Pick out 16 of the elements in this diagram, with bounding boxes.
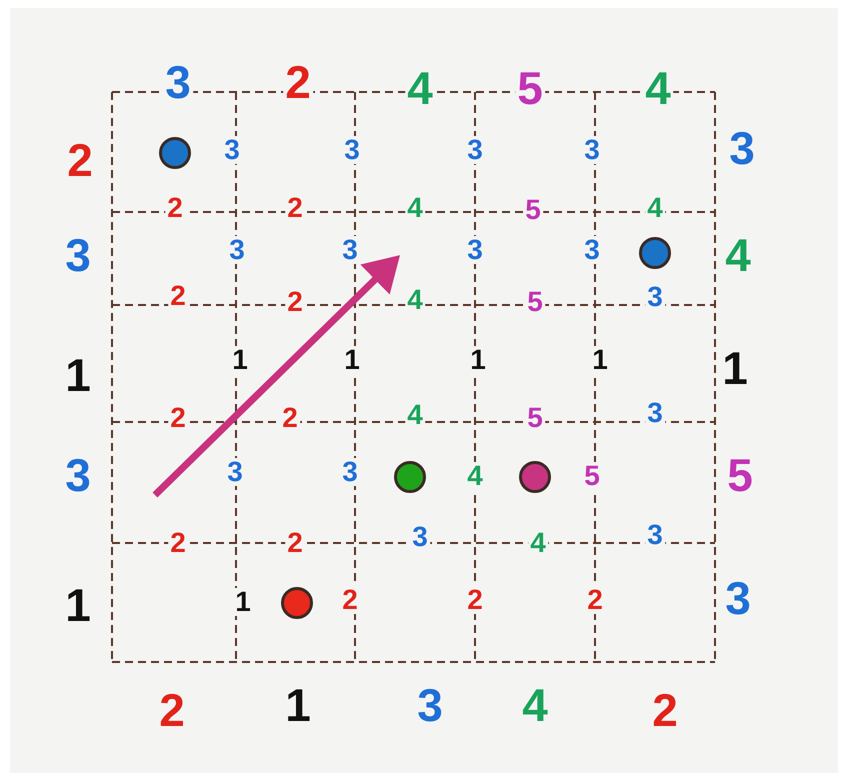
edge-number: 3: [582, 236, 602, 264]
edge-number: 3: [582, 136, 602, 164]
edge-number: 3: [342, 136, 362, 164]
edge-number: 3: [340, 236, 360, 264]
edge-number: 2: [585, 586, 605, 614]
edge-number: 5: [582, 462, 602, 490]
edge-number: 3: [340, 458, 360, 486]
edge-number: 3: [465, 136, 485, 164]
edge-number: 3: [225, 458, 245, 486]
edge-number: 4: [465, 462, 485, 490]
edge-number: 1: [233, 588, 253, 616]
edge-number: 3: [227, 236, 247, 264]
edge-number: 2: [340, 586, 360, 614]
edge-number: 3: [222, 136, 242, 164]
edge-number: 2: [465, 586, 485, 614]
edge-number: 3: [465, 236, 485, 264]
